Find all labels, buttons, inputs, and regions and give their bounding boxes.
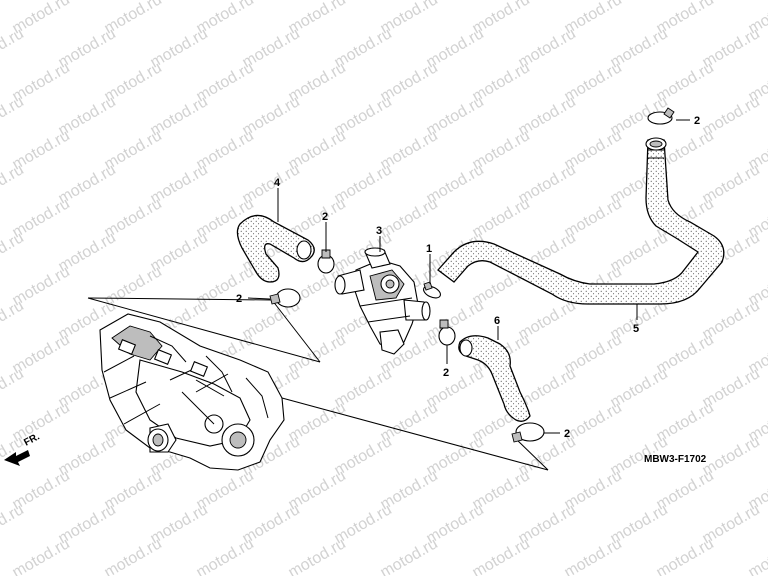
callout-4: 4 (274, 177, 281, 189)
clamp-2-left (269, 288, 301, 308)
callout-1: 1 (426, 243, 432, 255)
watermark-text: motod.ru (470, 535, 533, 576)
watermark-text: motod.ru (10, 535, 73, 576)
callout-2-top: 2 (322, 211, 328, 223)
engine-assembly (99, 313, 285, 471)
clamp-2-top-right (647, 107, 675, 125)
watermark-text: motod.ru (0, 0, 27, 3)
hose-6 (458, 335, 531, 422)
watermark-text: motod.ru (102, 535, 165, 576)
clamp-2-bottom (511, 422, 545, 443)
callout-6: 6 (494, 315, 500, 327)
callout-2-left: 2 (236, 293, 242, 305)
hose-4 (236, 214, 315, 283)
air-valve-3 (334, 247, 431, 355)
watermark-text: motod.ru (562, 535, 625, 576)
callout-3: 3 (376, 225, 382, 237)
callout-2-top-right: 2 (694, 115, 700, 127)
callout-5: 5 (633, 323, 639, 335)
callout-labels: 2 4 2 3 1 2 5 6 2 2 (236, 115, 700, 440)
watermark-text: motod.ru (746, 535, 768, 576)
clamp-2-top (317, 249, 335, 274)
watermark-text: motod.ru (654, 535, 717, 576)
arrow-left-icon (4, 450, 30, 466)
clamp-1 (423, 281, 441, 299)
leader-lines (247, 119, 690, 434)
diagram-code: MBW3-F1702 (644, 454, 707, 465)
hose-5 (437, 137, 725, 305)
watermark-text: motod.ru (286, 535, 349, 576)
reference-lines (87, 297, 549, 471)
watermark-text: motod.ru (378, 535, 441, 576)
callout-2-bottom: 2 (564, 428, 570, 440)
watermark-text: motod.ru (194, 535, 257, 576)
callout-2-mid: 2 (443, 367, 449, 379)
